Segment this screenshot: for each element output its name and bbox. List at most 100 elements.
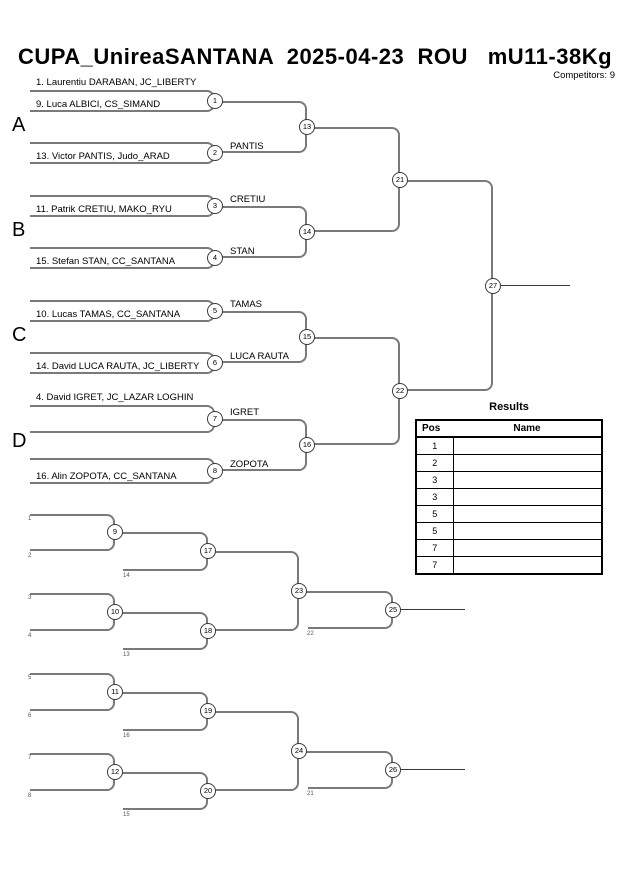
- match-circle-6: 6: [207, 355, 223, 371]
- match-16-bottom-line: [215, 445, 307, 471]
- match-22-top-line: [307, 337, 400, 391]
- match-20-bottom-line: [123, 791, 208, 810]
- results-name: [453, 454, 602, 472]
- winner-label-stan: STAN: [230, 246, 255, 257]
- results-pos: 5: [416, 522, 454, 540]
- results-title: Results: [489, 401, 529, 413]
- results-name: [453, 437, 602, 455]
- results-row: 3: [416, 488, 602, 506]
- match-circle-17: 17: [200, 543, 216, 559]
- match-13-top-line: [215, 101, 307, 127]
- match-8-top-line: [30, 458, 215, 471]
- results-row: 7: [416, 556, 602, 575]
- match-12-top-line: [30, 753, 115, 772]
- match-26-bottom-line: [308, 770, 393, 789]
- player-name-stan: 15. Stefan STAN, CC_SANTANA: [36, 256, 176, 267]
- match-12-bottom-line: [30, 772, 115, 791]
- loser-feed-label-15: 15: [123, 812, 130, 818]
- player-name-pantis: 13. Victor PANTIS, Judo_ARAD: [36, 151, 170, 162]
- match-24-top-line: [208, 711, 299, 751]
- loser-feed-label-6: 6: [28, 713, 32, 719]
- results-pos: 2: [416, 454, 454, 472]
- player-name-cretiu: 11. Patrik CRETIU, MAKO_RYU: [36, 204, 172, 215]
- match-21-top-line: [307, 127, 400, 180]
- results-name: [453, 539, 602, 557]
- player-name-igret: 4. David IGRET, JC_LAZAR LOGHIN: [36, 392, 194, 403]
- group-label-c: C: [12, 324, 27, 346]
- match-circle-25: 25: [385, 602, 401, 618]
- match-27-top-line: [400, 180, 493, 286]
- match-circle-23: 23: [291, 583, 307, 599]
- results-name: [453, 471, 602, 489]
- competitors-count: Competitors: 9: [553, 70, 615, 81]
- group-label-a: A: [12, 114, 26, 136]
- match-13-bottom-line: [215, 127, 307, 153]
- match-15-bottom-line: [215, 337, 307, 363]
- winner-label-cretiu: CRETIU: [230, 194, 266, 205]
- loser-feed-label-22: 22: [307, 631, 314, 637]
- loser-feed-label-16: 16: [123, 733, 130, 739]
- loser-feed-label-4: 4: [28, 633, 32, 639]
- player-name-albici: 9. Luca ALBICI, CS_SIMAND: [36, 99, 161, 110]
- match-14-bottom-line: [215, 232, 307, 258]
- loser-feed-label-2: 2: [28, 553, 32, 559]
- match-circle-21: 21: [392, 172, 408, 188]
- winner-label-luca-rauta: LUCA RAUTA: [230, 351, 289, 362]
- bronze-winner-line-bottom: [399, 769, 465, 771]
- results-name: [453, 522, 602, 540]
- loser-feed-label-5: 5: [28, 675, 32, 681]
- winner-label-pantis: PANTIS: [230, 141, 264, 152]
- results-pos: 3: [416, 471, 454, 489]
- results-name: [453, 556, 602, 575]
- loser-feed-label-14: 14: [123, 573, 130, 579]
- page-title: CUPA_UnireaSANTANA 2025-04-23 ROU mU11-3…: [17, 44, 613, 69]
- match-14-top-line: [215, 206, 307, 232]
- match-circle-11: 11: [107, 684, 123, 700]
- results-pos: 7: [416, 556, 454, 575]
- results-table: Pos Name 1 2 3 3 5 5 7 7: [415, 419, 603, 575]
- match-17-top-line: [115, 532, 208, 551]
- match-circle-2: 2: [207, 145, 223, 161]
- results-row: 5: [416, 505, 602, 523]
- match-circle-24: 24: [291, 743, 307, 759]
- results-pos: 5: [416, 505, 454, 523]
- winner-label-zopota: ZOPOTA: [230, 459, 269, 470]
- match-15-top-line: [215, 311, 307, 337]
- match-circle-26: 26: [385, 762, 401, 778]
- results-pos: 3: [416, 488, 454, 506]
- loser-feed-label-8: 8: [28, 793, 32, 799]
- match-25-bottom-line: [308, 610, 393, 629]
- loser-feed-label-7: 7: [28, 755, 32, 761]
- match-circle-27: 27: [485, 278, 501, 294]
- results-name: [453, 488, 602, 506]
- match-9-bottom-line: [30, 532, 115, 551]
- loser-feed-label-21: 21: [307, 791, 314, 797]
- group-label-b: B: [12, 219, 26, 241]
- match-circle-5: 5: [207, 303, 223, 319]
- match-27-bottom-line: [400, 286, 493, 391]
- results-row: 5: [416, 522, 602, 540]
- loser-feed-label-1: 1: [28, 516, 32, 522]
- match-11-bottom-line: [30, 692, 115, 711]
- match-21-bottom-line: [307, 180, 400, 232]
- loser-feed-label-3: 3: [28, 595, 32, 601]
- match-circle-7: 7: [207, 411, 223, 427]
- winner-label-tamas: TAMAS: [230, 299, 263, 310]
- match-circle-4: 4: [207, 250, 223, 266]
- results-row: 7: [416, 539, 602, 557]
- loser-feed-label-13: 13: [123, 652, 130, 658]
- match-circle-15: 15: [299, 329, 315, 345]
- match-20-top-line: [115, 772, 208, 791]
- results-pos: 7: [416, 539, 454, 557]
- match-26-top-line: [299, 751, 393, 770]
- match-19-top-line: [115, 692, 208, 711]
- match-circle-22: 22: [392, 383, 408, 399]
- match-24-bottom-line: [208, 751, 299, 791]
- results-header-row: Pos Name: [416, 420, 602, 438]
- match-10-top-line: [30, 593, 115, 612]
- player-name-zopota: 16. Alin ZOPOTA, CC_SANTANA: [36, 471, 177, 482]
- match-18-bottom-line: [123, 631, 208, 650]
- match-circle-19: 19: [200, 703, 216, 719]
- match-10-bottom-line: [30, 612, 115, 631]
- match-circle-18: 18: [200, 623, 216, 639]
